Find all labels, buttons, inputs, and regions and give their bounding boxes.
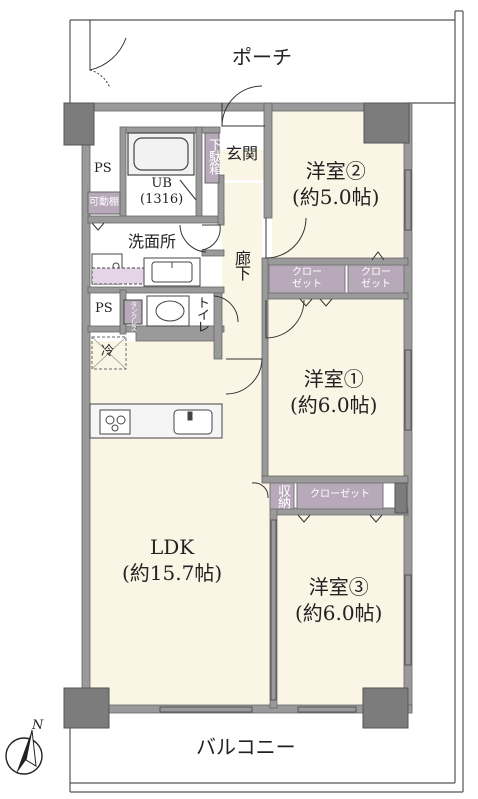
north-label: N bbox=[32, 718, 44, 733]
toilet-fixture bbox=[123, 295, 190, 327]
pillar-bottom-right bbox=[362, 687, 409, 729]
room1-size: (約6.0帖) bbox=[290, 393, 378, 417]
unit-bath-label: UB (1316) bbox=[140, 176, 183, 208]
storage-label: 収納 bbox=[275, 484, 290, 508]
kitchen-counter bbox=[89, 403, 223, 439]
pillar-top-right bbox=[363, 102, 410, 144]
room3-floor bbox=[278, 516, 406, 705]
toilet-label: トイレ bbox=[194, 296, 209, 332]
windows bbox=[159, 169, 412, 713]
ldk-floor bbox=[90, 341, 270, 706]
porch-label: ポーチ bbox=[232, 45, 292, 69]
room2-label: 洋室② (約5.0帖) bbox=[292, 158, 379, 210]
corridor-floor bbox=[222, 183, 262, 359]
closet-a-label: クロー ゼット bbox=[292, 267, 322, 290]
door-swings bbox=[89, 20, 307, 499]
movable-shelf-box bbox=[87, 191, 121, 215]
fridge-label: 冷 bbox=[101, 344, 115, 359]
ps-top-label: PS bbox=[94, 161, 112, 176]
pillar-bottom-left bbox=[63, 687, 110, 729]
shoe-closet-box bbox=[204, 132, 220, 184]
room3-size: (約6.0帖) bbox=[295, 601, 383, 625]
closet-c-label: クローゼット bbox=[310, 489, 370, 500]
fridge-space bbox=[91, 336, 127, 370]
room1-name: 洋室① bbox=[303, 367, 364, 391]
room-fills bbox=[90, 107, 406, 706]
balcony-label: バルコニー bbox=[196, 735, 296, 759]
north-compass: N bbox=[2, 718, 52, 780]
shoe-closet-label: 下駄箱 bbox=[206, 138, 221, 174]
ldk-size: (約15.7帖) bbox=[122, 561, 223, 585]
movable-shelf-label: 可動棚 bbox=[89, 197, 119, 208]
pillars bbox=[63, 102, 410, 729]
unit-bath-size: (1316) bbox=[140, 192, 184, 207]
compass-icon bbox=[5, 729, 43, 775]
washroom-fixtures bbox=[91, 253, 201, 287]
pillar-top-left bbox=[63, 102, 95, 146]
room2-name: 洋室② bbox=[305, 159, 366, 183]
room2-size: (約5.0帖) bbox=[292, 185, 380, 209]
corridor-label: 廊下 bbox=[232, 250, 251, 280]
entrance-label: 玄関 bbox=[226, 144, 259, 163]
washroom-label: 洗面所 bbox=[128, 232, 177, 251]
toilet-tank-label: タンクレス bbox=[130, 301, 138, 331]
entrance-floor bbox=[218, 150, 264, 180]
exterior-outline bbox=[69, 10, 464, 793]
closet-b-label: クロー ゼット bbox=[361, 267, 391, 290]
closet-door-marks bbox=[91, 222, 385, 523]
room3-name: 洋室③ bbox=[308, 575, 369, 599]
bathtub bbox=[127, 132, 197, 201]
room3-label: 洋室③ (約6.0帖) bbox=[295, 574, 382, 626]
unit-bath-name: UB bbox=[151, 176, 172, 191]
ps-bottom-label: PS bbox=[95, 301, 113, 316]
pillar-mid bbox=[394, 482, 408, 514]
ldk-name: LDK bbox=[149, 535, 195, 559]
closet-boxes bbox=[268, 264, 405, 510]
room1-floor bbox=[268, 298, 406, 476]
ldk-label: LDK (約15.7帖) bbox=[122, 534, 222, 586]
room1-label: 洋室① (約6.0帖) bbox=[290, 366, 377, 418]
